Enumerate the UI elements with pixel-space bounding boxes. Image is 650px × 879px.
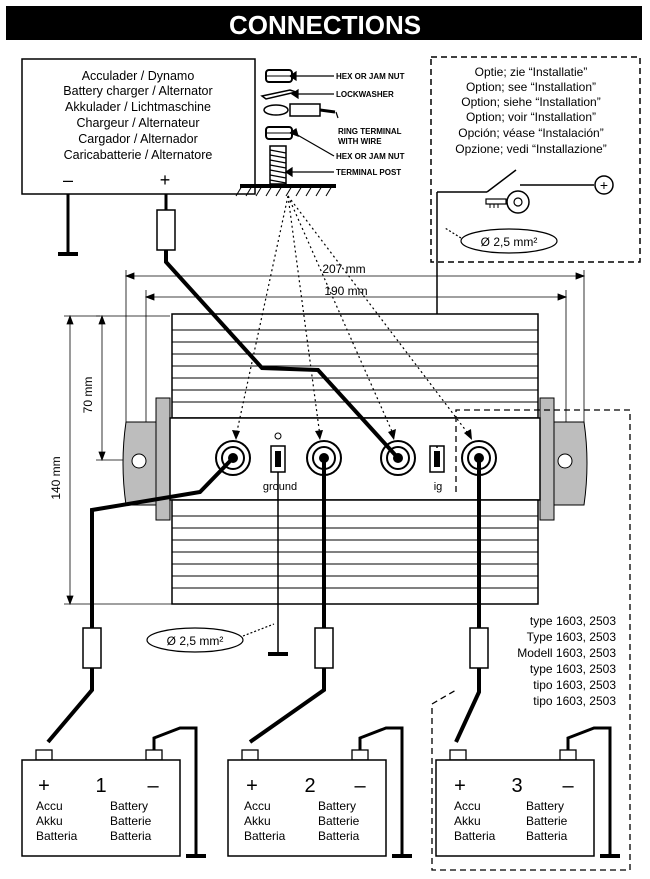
ig-label: ig <box>434 481 443 493</box>
battery-text: Battery <box>526 799 564 813</box>
charger-line: Akkulader / Lichtmaschine <box>65 100 211 114</box>
ring-terminal-icon <box>263 103 336 117</box>
type-line: tipo 1603, 2503 <box>533 694 616 708</box>
battery-text: Batteria <box>454 829 496 843</box>
option-line: Option; siehe “Installation” <box>461 95 600 109</box>
dimension-width-inner: 190 mm <box>324 284 367 298</box>
charger-plus-label: + <box>160 170 171 190</box>
battery-text: Batteria <box>244 829 286 843</box>
option-battery3-outline <box>431 409 631 871</box>
lockwasher-icon <box>260 89 299 100</box>
hardware-pointer-lines <box>235 195 471 437</box>
battery-text: Batteria <box>318 829 360 843</box>
battery-number: 1 <box>95 775 106 797</box>
key-icon <box>485 190 530 214</box>
charger-line: Battery charger / Alternator <box>63 84 212 98</box>
hardware-label: LOCKWASHER <box>336 90 394 99</box>
ground-wire-size-bubble <box>146 627 244 653</box>
battery-text: Battery <box>318 799 356 813</box>
battery-plus-label: + <box>246 775 258 797</box>
type-line: tipo 1603, 2503 <box>533 678 616 692</box>
battery3-wire <box>454 458 489 743</box>
hardware-label: WITH WIRE <box>338 137 382 146</box>
terminal-hardware: HEX OR JAM NUT LOCKWASHER RING TERMINAL … <box>235 69 405 197</box>
battery-number: 2 <box>304 775 315 797</box>
battery-text: Accu <box>244 799 271 813</box>
type-line: type 1603, 2503 <box>530 614 616 628</box>
charger-ground-symbol <box>58 194 78 256</box>
battery-3: + 3 – Accu Akku Batteria Battery Batteri… <box>435 726 620 858</box>
terminal-post-icon <box>269 145 287 185</box>
hardware-label: TERMINAL POST <box>336 168 401 177</box>
charger-line: Cargador / Alternador <box>78 132 198 146</box>
option-line: Opción; véase “Instalación” <box>458 126 603 140</box>
charger-line: Acculader / Dynamo <box>82 69 195 83</box>
battery-text: Akku <box>36 814 63 828</box>
charger-minus-label: – <box>63 170 73 190</box>
option-box: Optie; zie “Installatie” Option; see “In… <box>430 56 641 448</box>
dimension-width-outer: 207 mm <box>322 262 365 276</box>
option-line: Optie; zie “Installatie” <box>475 65 588 79</box>
battery-text: Batterie <box>526 814 568 828</box>
battery-plus-symbol: + <box>600 177 608 193</box>
battery-text: Accu <box>36 799 63 813</box>
hardware-label: HEX OR JAM NUT <box>336 72 405 81</box>
battery-text: Batterie <box>318 814 360 828</box>
battery-2: + 2 – Accu Akku Batteria Battery Batteri… <box>227 726 412 858</box>
option-line: Option; see “Installation” <box>466 80 596 94</box>
battery-text: Batteria <box>110 829 152 843</box>
option-wire-size-bubble <box>460 228 558 254</box>
battery-plus-label: + <box>454 775 466 797</box>
type-line: type 1603, 2503 <box>530 662 616 676</box>
ground-wire <box>268 472 288 656</box>
type-line: Type 1603, 2503 <box>527 630 617 644</box>
hardware-label: RING TERMINAL <box>338 127 402 136</box>
page-title: CONNECTIONS <box>229 10 421 40</box>
ground-wire-size: Ø 2,5 mm² <box>167 634 224 648</box>
battery2-wire <box>248 458 334 744</box>
ig-terminal[interactable] <box>429 445 445 473</box>
battery-text: Accu <box>454 799 481 813</box>
battery-1: + 1 – Accu Akku Batteria Battery Batteri… <box>21 726 206 858</box>
battery-text: Akku <box>454 814 481 828</box>
option-wire-size: Ø 2,5 mm² <box>481 235 538 249</box>
isolator-housing <box>122 313 588 605</box>
battery-minus-label: – <box>354 775 366 797</box>
battery-text: Akku <box>244 814 271 828</box>
option-line: Opzione; vedi “Installazione” <box>455 142 606 156</box>
battery-text: Batterie <box>110 814 152 828</box>
hardware-label: HEX OR JAM NUT <box>336 152 405 161</box>
type-line: Modell 1603, 2503 <box>517 646 616 660</box>
charger-input-wire <box>156 194 400 460</box>
battery-text: Battery <box>110 799 148 813</box>
charger-box: Acculader / Dynamo Battery charger / Alt… <box>21 58 256 195</box>
battery-minus-label: – <box>562 775 574 797</box>
battery-plus-label: + <box>38 775 50 797</box>
charger-line: Chargeur / Alternateur <box>77 116 200 130</box>
charger-line: Caricabatterie / Alternatore <box>64 148 213 162</box>
title-bar <box>6 6 642 40</box>
ground-label: ground <box>263 481 297 493</box>
option-line: Option; voir “Installation” <box>466 110 596 124</box>
dimension-height-total: 140 mm <box>49 456 63 499</box>
battery1-wire <box>46 456 235 744</box>
battery-text: Batteria <box>526 829 568 843</box>
battery-number: 3 <box>511 775 522 797</box>
battery-text: Batteria <box>36 829 78 843</box>
battery-minus-label: – <box>147 775 159 797</box>
dimension-height-upper: 70 mm <box>81 377 95 414</box>
